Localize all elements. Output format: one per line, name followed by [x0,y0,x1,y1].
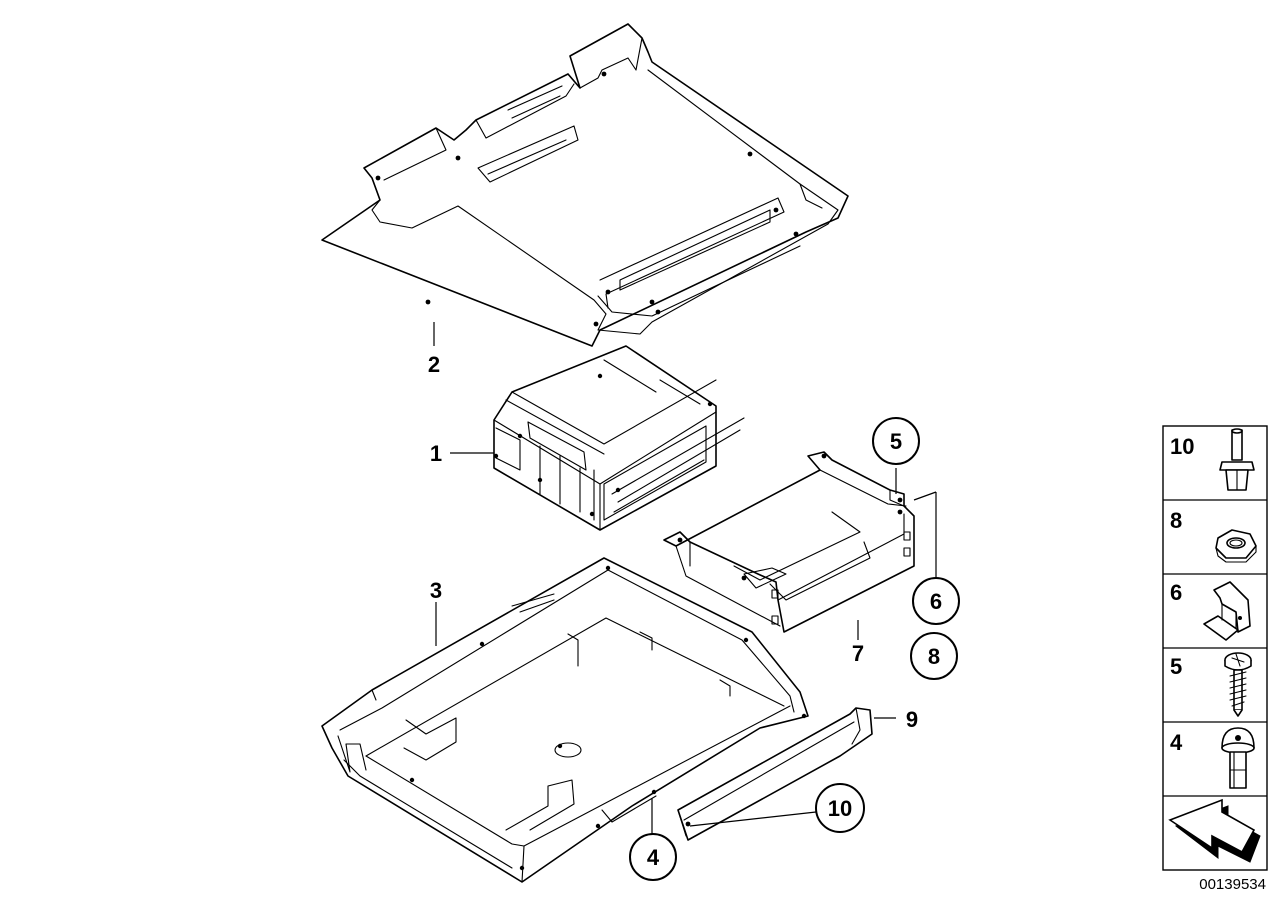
clip-nut-icon [1203,581,1251,641]
legend-number-6: 6 [1170,580,1182,605]
callout-circle-8[interactable]: 8 [910,632,958,680]
callout-circle-6[interactable]: 6 [912,577,960,625]
leader-lines [433,322,937,834]
callout-label-9: 9 [906,707,918,732]
legend-row-6[interactable]: 6 [1170,580,1251,641]
callout-circle-5[interactable]: 5 [872,417,920,465]
screw-icon [1224,652,1252,717]
callout-label-3: 3 [430,578,442,603]
part-3-tray[interactable] [321,557,809,883]
legend-row-5[interactable]: 5 [1170,652,1252,717]
part-7-bracket[interactable] [663,451,915,633]
part-9-side-strip[interactable] [677,707,873,841]
legend-row-8[interactable]: 8 [1170,508,1257,563]
callout-circle-4[interactable]: 4 [629,833,677,881]
fastener-legend: 10 8 6 [1162,425,1268,871]
callout-label-7: 7 [852,641,864,666]
legend-number-5: 5 [1170,654,1182,679]
part-1-drive-unit[interactable] [493,345,745,531]
diagram-number: 00139534 [1199,876,1266,893]
front-direction-arrow-icon [1168,798,1261,863]
callout-circle-10[interactable]: 10 [815,783,865,833]
expanding-rivet-icon [1219,428,1255,491]
callout-label-10: 10 [828,796,852,821]
legend-number-8: 8 [1170,508,1182,533]
callouts: 2 1 3 7 9 5 6 8 4 10 [428,352,960,881]
hex-nut-icon [1215,529,1257,563]
legend-row-4[interactable]: 4 [1170,727,1255,789]
part-2-cover-plate[interactable] [321,23,849,347]
legend-number-10: 10 [1170,434,1194,459]
callout-label-2: 2 [428,352,440,377]
legend-row-10[interactable]: 10 [1170,428,1255,491]
callout-label-8: 8 [928,644,940,669]
callout-label-1: 1 [430,441,442,466]
legend-number-4: 4 [1170,730,1183,755]
callout-label-6: 6 [930,589,942,614]
button-bolt-icon [1221,727,1255,789]
callout-label-5: 5 [890,429,902,454]
callout-label-4: 4 [647,845,660,870]
